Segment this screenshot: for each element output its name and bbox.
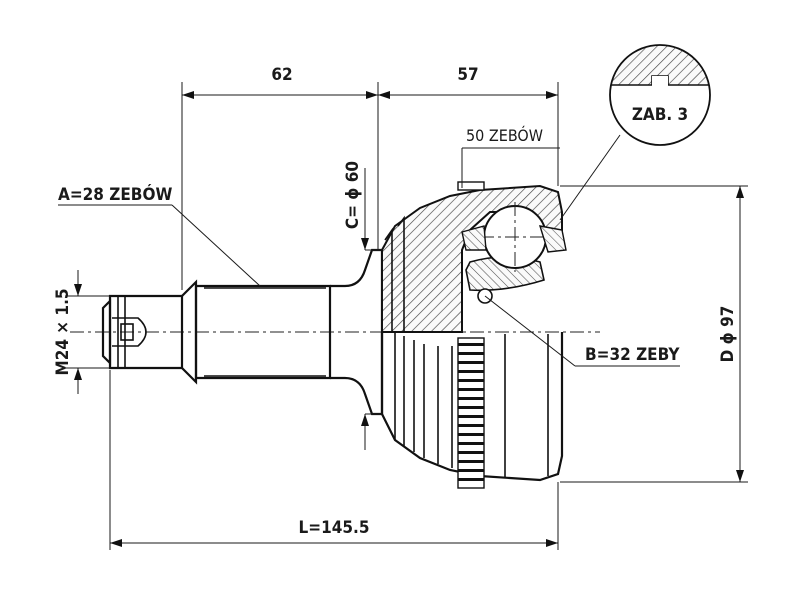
- dimension-lines: [65, 82, 748, 550]
- dimension-total-length: L=145.5: [299, 518, 370, 538]
- dimension-shaft-diameter: C= ϕ 60: [343, 161, 363, 229]
- abs-tone-ring: [457, 337, 485, 489]
- dimension-thread: M24 × 1.5: [53, 288, 73, 375]
- detail-callout: [609, 44, 711, 146]
- label-outer-spline: A=28 ZEBÓW: [58, 183, 172, 205]
- dimension-62: 62: [271, 65, 292, 85]
- leader-lines: [58, 134, 680, 367]
- label-abs-ring-teeth: 50 ZEBÓW: [466, 126, 543, 145]
- bell-housing-outline: [380, 181, 567, 482]
- dimension-outer-diameter: D ϕ 97: [718, 306, 738, 363]
- label-detail-callout: ZAB. 3: [632, 105, 688, 125]
- dimension-57: 57: [457, 65, 478, 85]
- label-inner-spline: B=32 ZEBY: [585, 345, 680, 365]
